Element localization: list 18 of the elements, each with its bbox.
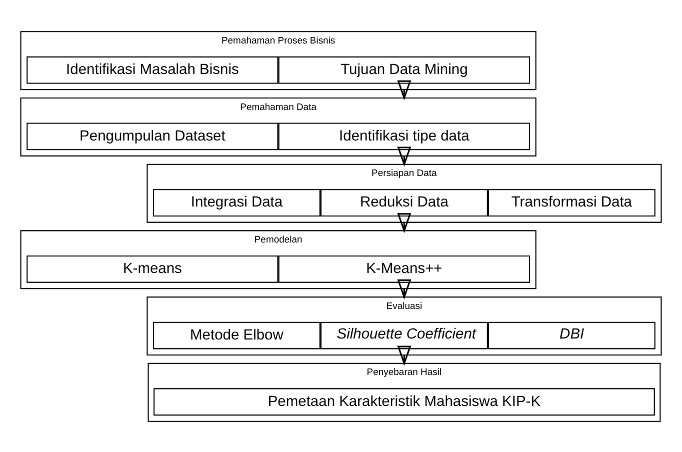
node-box: Pengumpulan Dataset — [26, 122, 278, 150]
node-box: Pemetaan Karakteristik Mahasiswa KIP-K — [154, 388, 655, 416]
node-box: DBI — [488, 321, 656, 349]
node-box: Integrasi Data — [152, 188, 320, 216]
arrow — [397, 278, 412, 299]
node-box: Metode Elbow — [152, 321, 320, 349]
arrow — [397, 212, 412, 233]
arrow — [397, 146, 412, 166]
node-box: Transformasi Data — [488, 188, 656, 216]
node-box: K-means — [26, 254, 278, 282]
node-box: K-Means++ — [278, 254, 530, 282]
node-box: Tujuan Data Mining — [278, 56, 530, 84]
arrow — [397, 345, 412, 366]
arrow — [397, 80, 412, 100]
node-box: Identifikasi tipe data — [278, 122, 530, 150]
node-box: Reduksi Data — [320, 188, 488, 216]
node-box: Identifikasi Masalah Bisnis — [26, 56, 278, 84]
node-box: Silhouette Coefficient — [320, 321, 488, 349]
